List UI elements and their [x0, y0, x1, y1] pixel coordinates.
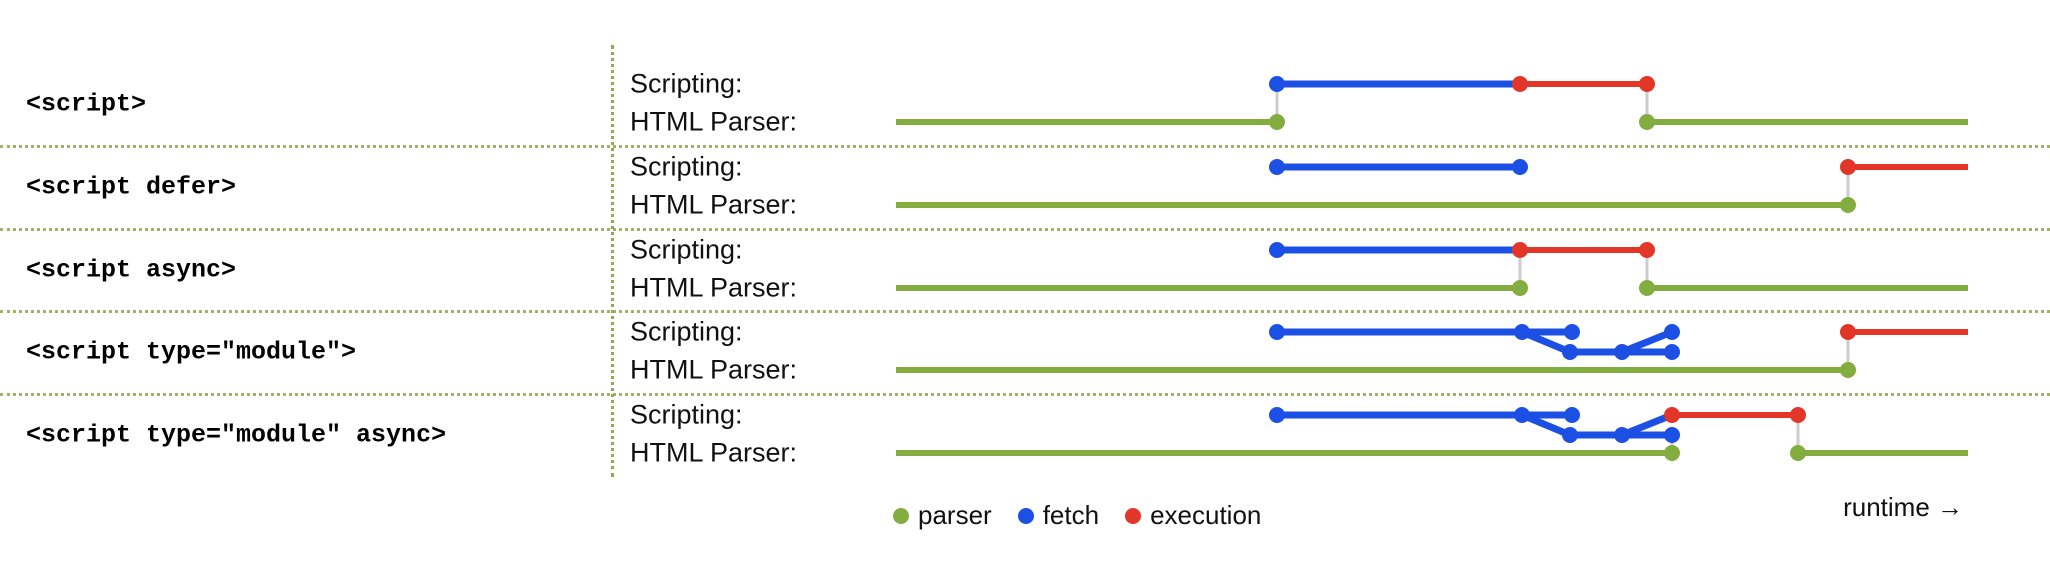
fetch-dot [1269, 324, 1285, 340]
legend-item-execution: execution [1125, 500, 1261, 531]
execution-dot [1639, 76, 1655, 92]
fetch-dot [1269, 76, 1285, 92]
fetch-dot [1514, 407, 1530, 423]
parser-axis-label: HTML Parser: [630, 354, 798, 385]
fetch-dot [1614, 427, 1630, 443]
tag-label: <script> [26, 89, 147, 118]
parser-axis-label: HTML Parser: [630, 437, 798, 468]
fetch-dot [1562, 427, 1578, 443]
fetch-dot-icon [1017, 507, 1034, 524]
legend-label: execution [1150, 500, 1262, 530]
row-script-defer: <script defer> Scripting: HTML Parser: [0, 145, 2050, 228]
row-script-async: <script async> Scripting: HTML Parser: [0, 228, 2050, 311]
scripting-axis-label: Scripting: [630, 68, 743, 99]
fetch-dot [1269, 159, 1285, 175]
execution-dot [1664, 407, 1680, 423]
fetch-line [1520, 411, 1572, 439]
scripting-axis-label: Scripting: [630, 399, 743, 430]
parser-dot [1664, 445, 1680, 461]
fetch-dot [1664, 344, 1680, 360]
parser-dot [1512, 280, 1528, 296]
fetch-dot [1512, 159, 1528, 175]
row-separator [0, 393, 2050, 396]
parser-axis-label: HTML Parser: [630, 189, 798, 220]
fetch-dot [1564, 407, 1580, 423]
row-separator [0, 310, 2050, 313]
tag-label: <script defer> [26, 172, 237, 201]
fetch-dot [1269, 242, 1285, 258]
execution-dot [1840, 159, 1856, 175]
fetch-line [1620, 328, 1674, 356]
legend-label: parser [918, 500, 992, 530]
fetch-line [1520, 328, 1572, 356]
parser-dot [1840, 362, 1856, 378]
fetch-dot [1664, 427, 1680, 443]
column-separator [611, 45, 614, 477]
fetch-dot [1564, 324, 1580, 340]
execution-dot [1639, 242, 1655, 258]
row-separator [0, 145, 2050, 148]
parser-dot [1639, 114, 1655, 130]
fetch-dot [1562, 344, 1578, 360]
fetch-line [1620, 411, 1674, 439]
parser-axis-label: HTML Parser: [630, 272, 798, 303]
execution-dot [1790, 407, 1806, 423]
execution-dot-icon [1125, 507, 1142, 524]
scripting-axis-label: Scripting: [630, 234, 743, 265]
legend-label: fetch [1042, 500, 1100, 530]
execution-dot [1512, 76, 1528, 92]
parser-dot [1790, 445, 1806, 461]
row-script-module-async: <script type="module" async> Scripting: … [0, 393, 2050, 476]
legend: parser fetch execution [893, 500, 1261, 531]
parser-axis-label: HTML Parser: [630, 106, 798, 137]
tag-label: <script type="module"> [26, 337, 357, 366]
fetch-dot [1614, 344, 1630, 360]
runtime-axis-label: runtime → [1843, 492, 1963, 522]
parser-dot [1840, 197, 1856, 213]
row-script: <script> Scripting: HTML Parser: [0, 62, 2050, 145]
execution-dot [1840, 324, 1856, 340]
tag-label: <script async> [26, 255, 237, 284]
parser-dot-icon [893, 507, 909, 524]
legend-item-fetch: fetch [1017, 500, 1100, 531]
row-separator [0, 228, 2050, 231]
fetch-dot [1269, 407, 1285, 423]
fetch-dot [1514, 324, 1530, 340]
fetch-dot [1664, 324, 1680, 340]
row-script-module: <script type="module"> Scripting: HTML P… [0, 310, 2050, 393]
execution-dot [1512, 242, 1528, 258]
scripting-axis-label: Scripting: [630, 316, 743, 347]
parser-dot [1639, 280, 1655, 296]
scripting-axis-label: Scripting: [630, 151, 743, 182]
parser-dot [1269, 114, 1285, 130]
tag-label: <script type="module" async> [26, 420, 447, 449]
legend-item-parser: parser [893, 500, 992, 531]
